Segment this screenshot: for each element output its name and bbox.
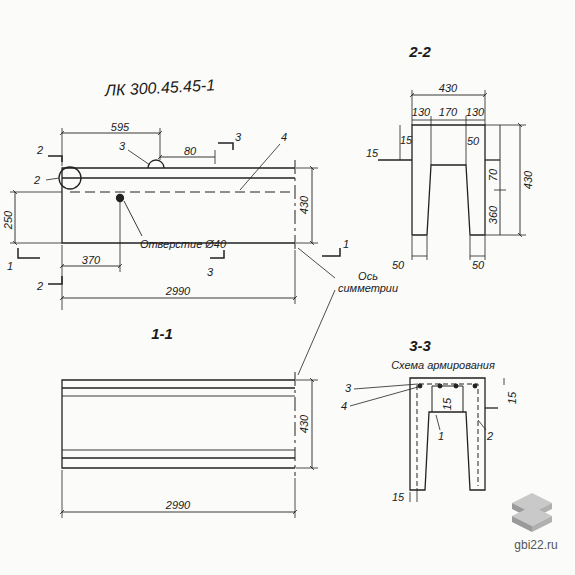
dimension-label: 170 [438,106,458,118]
dimension-label: Отверстие Ø40 [139,238,227,250]
section-mark: 3-3 [408,338,432,355]
dimension-label: 430 [298,414,310,434]
dimension-label: 70 [487,168,499,182]
section-mark: 1-1 [150,326,174,343]
section-2-2 [378,90,526,260]
dimension-label: 1 [6,260,14,272]
dimension-label: 595 [110,121,130,133]
dimension-label: Ось симметрии [337,270,399,294]
dimension-label: 15 [441,397,453,411]
dimension-label: 15 [365,147,379,159]
dimension-label: 130 [465,106,485,118]
dimension-label: 3 [234,131,242,143]
dimension-label: 2990 [165,285,191,297]
dimension-label: 4 [280,131,288,143]
dimension-label: 4 [340,400,348,412]
dimension-label: 250 [2,210,14,230]
dimension-label: 3 [118,140,126,152]
dimension-label: 2990 [165,499,191,511]
elevation [10,128,340,375]
plan-1-1 [62,372,318,518]
dimension-label: 2 [486,430,494,442]
dimension-label: 2 [36,144,44,156]
dimension-label: Схема армирования [382,359,504,371]
dimension-label: 1 [437,430,445,442]
dimension-label: 15 [391,491,405,503]
dimension-label: 50 [466,135,480,147]
logo [512,493,552,532]
dimension-label: 15 [399,134,413,146]
dimension-label: 3 [344,382,352,394]
dimension-label: 430 [438,82,458,94]
dimension-label: 130 [411,106,431,118]
section-3-3 [350,378,504,502]
dimension-label: 2 [36,280,44,292]
watermark: gbi22.ru [513,539,558,552]
dimension-label: 1 [342,238,350,250]
dimension-label: 15 [506,391,518,405]
dimension-label: 370 [81,254,101,266]
dimension-label: 50 [391,259,405,271]
dimension-label: 430 [298,195,310,215]
dimension-label: 50 [471,259,485,271]
dimension-label: 430 [522,170,534,190]
dimension-label: 2 [33,174,41,186]
section-mark: 2-2 [408,44,432,61]
dimension-label: 80 [183,145,197,157]
dimension-label: 360 [487,205,499,225]
dimension-label: 3 [206,266,214,278]
drawing-title: ЛК 300.45.45-1 [103,76,216,99]
